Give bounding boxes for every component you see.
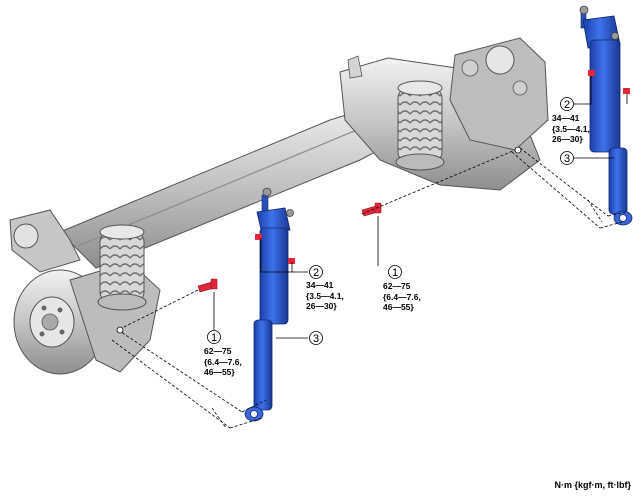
- callout-2-left: 2: [309, 265, 323, 279]
- left-bolt-torque-spec: 62—75 {6.4—7.6, 46—55}: [204, 346, 242, 378]
- svg-text:2: 2: [564, 99, 570, 111]
- callout-3-right: 3: [560, 151, 574, 165]
- callout-1-right: 1: [388, 265, 402, 279]
- leader-lines: [213, 76, 628, 339]
- right-upper-nut-icon: [588, 70, 630, 94]
- torque-value: 34—41: [306, 280, 334, 290]
- torque-value: {3.5—4.1,: [552, 123, 590, 134]
- left-shock-absorber: [244, 187, 294, 422]
- svg-text:3: 3: [313, 333, 319, 345]
- right-upper-torque-spec: 34—41 {3.5—4.1, 26—30}: [552, 113, 590, 145]
- torque-value: 26—30}: [306, 301, 337, 311]
- torque-value: {6.4—7.6,: [383, 291, 421, 302]
- torque-value: 46—55}: [204, 367, 235, 377]
- torque-value: 26—30}: [552, 134, 583, 144]
- svg-text:2: 2: [313, 267, 319, 279]
- right-shock-absorber: [579, 5, 633, 226]
- torque-unit-label: N·m {kgf·m, ft·lbf}: [554, 480, 632, 490]
- assembly-guide-lines: [111, 147, 627, 429]
- svg-text:1: 1: [392, 267, 398, 279]
- torque-value: {3.5—4.1,: [306, 290, 344, 301]
- left-coil-spring: [99, 231, 145, 303]
- torque-value: 34—41: [552, 113, 580, 123]
- right-coil-spring: [397, 87, 443, 163]
- svg-text:1: 1: [211, 332, 217, 344]
- left-upper-torque-spec: 34—41 {3.5—4.1, 26—30}: [306, 280, 344, 312]
- callout-2-right: 2: [560, 97, 574, 111]
- callout-3-left: 3: [309, 331, 323, 345]
- torque-value: 46—55}: [383, 302, 414, 312]
- rear-axle-assembly: [9, 37, 549, 375]
- torque-value: 62—75: [383, 281, 411, 291]
- svg-text:3: 3: [564, 153, 570, 165]
- left-upper-nut-icon: [255, 234, 295, 264]
- right-bolt-torque-spec: 62—75 {6.4—7.6, 46—55}: [383, 281, 421, 313]
- right-lower-bolt-icon: [361, 202, 382, 217]
- torque-value: 62—75: [204, 346, 232, 356]
- torque-value: {6.4—7.6,: [204, 356, 242, 367]
- left-lower-bolt-icon: [197, 278, 218, 293]
- callout-1-left: 1: [207, 330, 221, 344]
